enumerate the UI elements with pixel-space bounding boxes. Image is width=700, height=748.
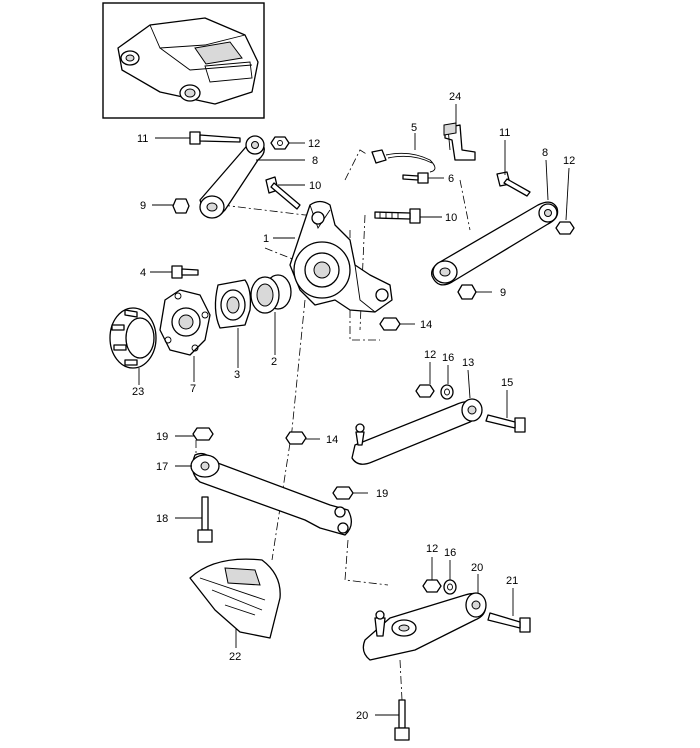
callout-16-mid: 16	[442, 352, 454, 364]
callout-3: 3	[234, 369, 240, 381]
wheel-bearing-2	[250, 274, 292, 314]
callout-2: 2	[271, 356, 277, 368]
nut-14-upper	[379, 317, 401, 331]
callout-18: 18	[156, 513, 168, 525]
nut-12-right	[555, 221, 575, 235]
bolt-11-left	[189, 131, 241, 145]
callout-11-right: 11	[499, 127, 510, 139]
speed-sensor-5	[371, 149, 436, 173]
callout-8-left: 8	[312, 155, 318, 167]
bracket-24	[443, 122, 476, 161]
callout-15: 15	[501, 377, 513, 389]
hub-flange-7	[159, 289, 211, 356]
nut-14-lower	[285, 431, 307, 445]
callout-12-low: 12	[426, 543, 438, 555]
callout-11-left: 11	[137, 133, 148, 145]
nut-19-upper	[192, 427, 214, 441]
washer-16-low	[443, 579, 457, 595]
upper-control-arm-right	[431, 201, 559, 286]
callout-12-mid: 12	[424, 349, 436, 361]
callout-1: 1	[263, 233, 269, 245]
callout-23: 22	[229, 651, 241, 663]
callout-21: 20	[471, 562, 483, 574]
bolt-22	[487, 612, 531, 633]
callout-19-lower: 19	[376, 488, 388, 500]
bolt-20	[394, 699, 410, 741]
callout-14-upper: 14	[420, 319, 432, 331]
wheel-carrier	[289, 200, 393, 313]
callout-9-right: 9	[500, 287, 506, 299]
bolt-10-right	[374, 208, 421, 224]
washer-16-mid	[440, 384, 454, 400]
callout-8-right: 8	[542, 147, 548, 159]
callout-13: 13	[462, 357, 474, 369]
callout-25: 23	[132, 386, 144, 398]
callout-5: 5	[411, 122, 417, 134]
callout-10-right: 10	[445, 212, 457, 224]
callout-20: 20	[356, 710, 368, 722]
nut-9-left	[172, 198, 190, 214]
callout-16-low: 16	[444, 547, 456, 559]
callout-12-top: 12	[308, 138, 320, 150]
toe-link-13	[351, 398, 483, 465]
callout-6: 6	[448, 173, 454, 185]
nut-12-low	[422, 579, 442, 593]
callout-12-right: 12	[563, 155, 575, 167]
bolt-11-right	[496, 171, 531, 197]
nut-12-mid	[415, 384, 435, 398]
callout-labels: 11 12 8 9 10 10 1 4 5 6 24 11 8 12 9 14 …	[132, 91, 575, 722]
bolt-6	[402, 172, 429, 184]
callout-24: 24	[449, 91, 461, 103]
bolt-10-upper	[265, 176, 301, 210]
nut-12-top	[270, 136, 290, 150]
bolt-15	[485, 414, 526, 433]
nut-9-right	[457, 284, 477, 300]
lower-control-arm-21	[362, 592, 487, 661]
callout-14-lower: 14	[326, 434, 338, 446]
bolt-18	[197, 496, 213, 543]
vehicle-thumbnail	[102, 2, 265, 119]
callout-19-upper: 19	[156, 431, 168, 443]
callout-22: 21	[506, 575, 518, 587]
callout-7: 7	[190, 383, 196, 395]
nut-19-lower	[332, 486, 354, 500]
heat-shield-23	[189, 558, 281, 639]
bolt-4	[171, 265, 199, 279]
wheel-hub-25	[109, 307, 157, 369]
bearing-cover-3	[214, 279, 252, 329]
upper-control-arm-left	[199, 135, 265, 219]
leader-lines	[138, 104, 570, 716]
callout-9-left: 9	[140, 200, 146, 212]
callout-10-upper: 10	[309, 180, 321, 192]
callout-17: 17	[156, 461, 168, 473]
callout-4: 4	[140, 267, 146, 279]
strut-link-17	[190, 452, 352, 536]
